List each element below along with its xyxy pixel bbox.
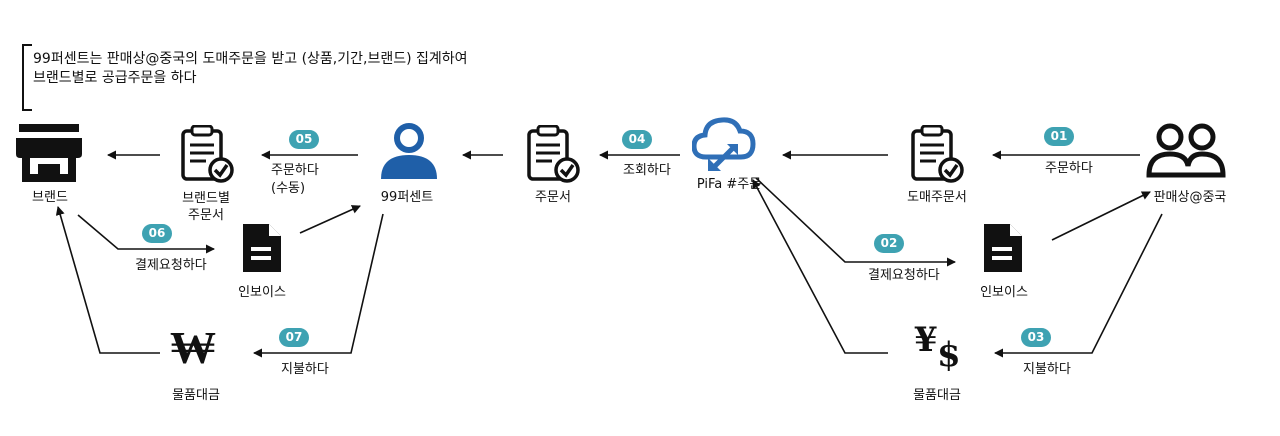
user-group-icon: [1146, 123, 1226, 178]
arrow-payment-to-pifa: [752, 179, 888, 354]
step-badge-06: 06: [142, 224, 172, 243]
step-label-07: 지불하다: [281, 362, 329, 377]
document-icon: [984, 224, 1022, 272]
brand-order-label-line2: 주문서: [188, 208, 224, 223]
line-invoice-to-seller: [1051, 191, 1151, 241]
clipboard-check-icon: [527, 125, 580, 183]
arrow-99-to-goods-payment: [253, 213, 384, 358]
invoice-right-label: 인보이스: [980, 285, 1028, 300]
note-line-2: 브랜드별로 공급주문을 하다: [33, 70, 197, 86]
clipboard-check-icon: [911, 125, 964, 183]
arrow-seller-to-payment: [994, 213, 1163, 358]
step-label-05: 주문하다: [271, 163, 319, 178]
ninety-nine-label: 99퍼센트: [380, 190, 434, 205]
step-badge-01: 01: [1044, 127, 1074, 146]
arrow-goods-payment-to-brand: [55, 206, 160, 354]
goods-payment-left-label: 물품대금: [172, 388, 220, 403]
dollar-currency-icon: $: [937, 335, 961, 375]
store-icon: [16, 124, 82, 182]
step-label-04: 조회하다: [623, 163, 671, 178]
wholesale-order-label: 도매주문서: [907, 190, 967, 205]
person-icon: [381, 123, 437, 179]
arrow-pifa-to-invoice: [755, 177, 956, 267]
step-label-03: 지불하다: [1023, 362, 1071, 377]
document-icon: [243, 224, 281, 272]
won-currency-icon: ₩: [170, 320, 216, 374]
step-badge-05: 05: [289, 130, 319, 149]
goods-payment-right-label: 물품대금: [913, 388, 961, 403]
brand-order-label-line1: 브랜드별: [182, 191, 230, 206]
clipboard-check-icon: [181, 125, 234, 183]
order-sheet-label: 주문서: [535, 190, 571, 205]
step-badge-04: 04: [622, 130, 652, 149]
arrow-brand-to-invoice: [77, 214, 215, 254]
note-line-1: 99퍼센트는 판매상@중국의 도매주문을 받고 (상품,기간,브랜드) 집계하여: [33, 51, 468, 67]
brand-order-label: 브랜드별 주문서: [182, 190, 230, 224]
line-invoice-to-99: [299, 205, 361, 234]
step-label-02: 결제요청하다: [868, 268, 940, 283]
step-label-01: 주문하다: [1045, 161, 1093, 176]
cloud-sync-icon: [692, 117, 756, 171]
yen-currency-icon: ¥: [914, 320, 938, 360]
summary-note: 99퍼센트는 판매상@중국의 도매주문을 받고 (상품,기간,브랜드) 집계하여…: [22, 44, 468, 111]
invoice-left-label: 인보이스: [238, 285, 286, 300]
brand-label: 브랜드: [32, 190, 68, 205]
seller-label: 판매상@중국: [1153, 190, 1227, 205]
step-label-06: 결제요청하다: [135, 258, 207, 273]
step-badge-03: 03: [1021, 328, 1051, 347]
pifa-label: PiFa #주문: [696, 177, 762, 192]
step-sublabel-05: (수동): [271, 181, 306, 196]
step-badge-07: 07: [279, 328, 309, 347]
step-badge-02: 02: [874, 234, 904, 253]
